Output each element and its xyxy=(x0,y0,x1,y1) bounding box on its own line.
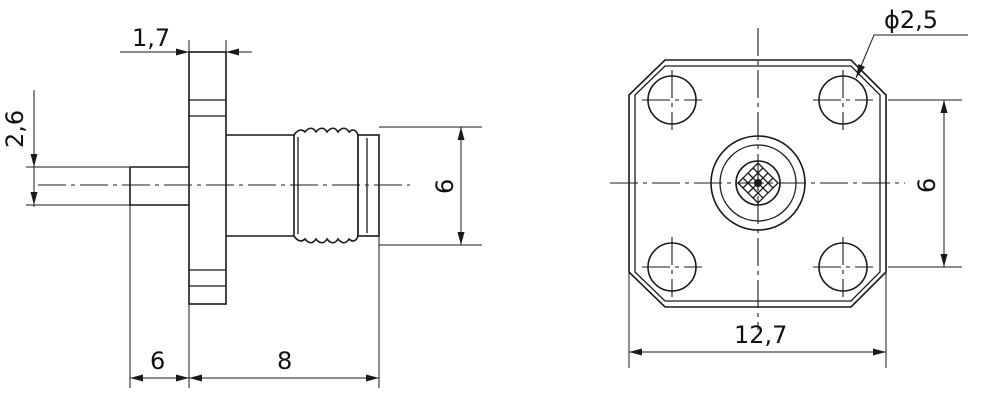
svg-text:6: 6 xyxy=(913,178,941,193)
dim-hole-diameter: ϕ2,5 xyxy=(855,6,968,79)
dim-flange-width: 12,7 xyxy=(628,272,887,368)
front-flange xyxy=(628,59,887,308)
svg-text:12,7: 12,7 xyxy=(734,321,787,349)
svg-text:2,6: 2,6 xyxy=(1,110,29,148)
svg-text:1,7: 1,7 xyxy=(132,24,170,52)
mounting-hole xyxy=(642,237,702,297)
dim-body-diameter: 6 xyxy=(379,126,482,246)
mounting-hole xyxy=(642,70,702,130)
dim-hole-spacing: 6 xyxy=(888,99,962,268)
connector-body xyxy=(226,134,294,237)
side-view: 1,7 2,6 6 6 xyxy=(1,24,482,388)
pin xyxy=(129,166,189,206)
dim-pin-diameter: 2,6 xyxy=(1,90,130,207)
svg-text:6: 6 xyxy=(150,347,165,375)
flange-plate xyxy=(188,51,227,305)
dim-body-length: 8 xyxy=(189,236,380,388)
mounting-hole xyxy=(813,237,873,297)
dim-pin-length: 6 xyxy=(129,205,190,388)
mounting-hole xyxy=(813,70,873,130)
dim-flange-thickness: 1,7 xyxy=(120,24,252,56)
svg-text:ϕ2,5: ϕ2,5 xyxy=(884,6,938,34)
front-view: ϕ2,5 6 12,7 xyxy=(610,6,968,368)
svg-text:6: 6 xyxy=(431,179,459,194)
svg-text:8: 8 xyxy=(277,347,292,375)
